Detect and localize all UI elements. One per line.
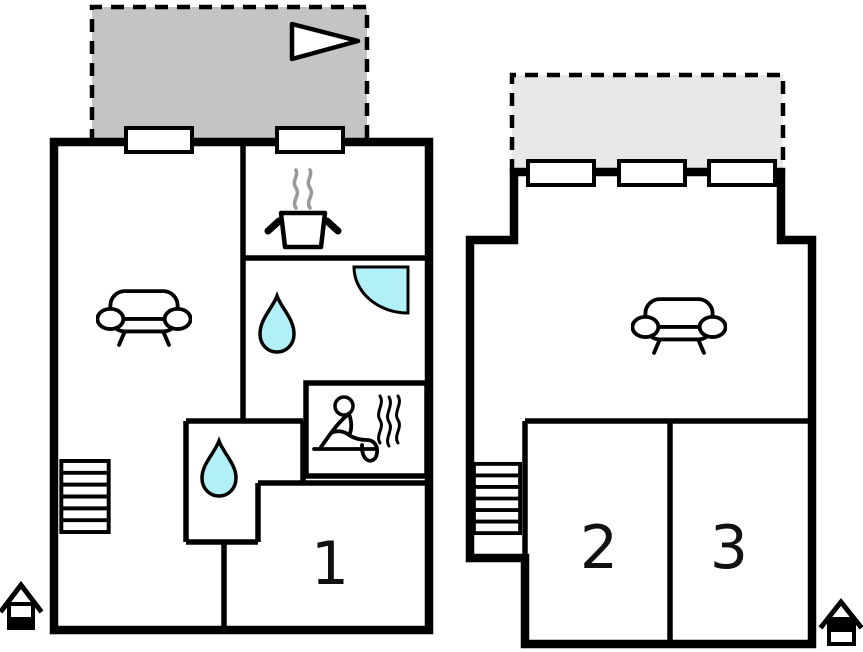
direction-arrow-icon	[289, 21, 361, 62]
terrace-area	[92, 7, 367, 142]
pot-body	[278, 210, 328, 250]
upper-floor-plan: 2 3	[465, 72, 863, 649]
window-icon	[617, 159, 687, 187]
pot-handles	[264, 217, 342, 235]
interior-walls	[183, 142, 430, 630]
house-roof	[818, 597, 863, 630]
sauna-person-head	[333, 395, 355, 417]
steam-line	[386, 395, 392, 448]
balcony-dashed-border	[509, 72, 786, 172]
house-lower-fill	[11, 617, 31, 626]
shower-icon	[352, 265, 410, 315]
house-upper-fill	[831, 621, 852, 632]
ground-floor-plan: 1	[0, 4, 434, 635]
steam-line	[306, 168, 314, 210]
outer-wall	[465, 167, 817, 649]
sauna-room-wall	[303, 380, 430, 479]
steam-line	[395, 394, 401, 445]
wall-shower-room	[183, 418, 306, 545]
house-roof	[0, 580, 44, 614]
bedroom-2-label: 2	[580, 513, 618, 583]
bedroom-3-label: 3	[710, 513, 748, 583]
window-icon	[124, 126, 194, 154]
window-icon	[526, 159, 596, 187]
steam-line	[377, 394, 383, 445]
bedroom-1-label: 1	[311, 529, 349, 599]
interior-walls	[522, 418, 808, 644]
window-icon	[275, 126, 345, 154]
stairs-icon	[472, 461, 522, 536]
sauna-icon	[312, 394, 401, 463]
water-drop-icon	[200, 436, 238, 498]
terrace-dashed-border	[89, 4, 370, 142]
water-drop-icon	[258, 291, 296, 354]
upper-floor-house-icon	[818, 597, 863, 646]
balcony-area	[512, 75, 783, 172]
stove-icon	[264, 168, 342, 250]
steam-line	[292, 168, 300, 210]
stairs-icon	[59, 459, 111, 534]
window-icon	[707, 159, 777, 187]
ground-floor-house-icon	[0, 580, 44, 630]
sauna-person-body	[319, 412, 380, 463]
